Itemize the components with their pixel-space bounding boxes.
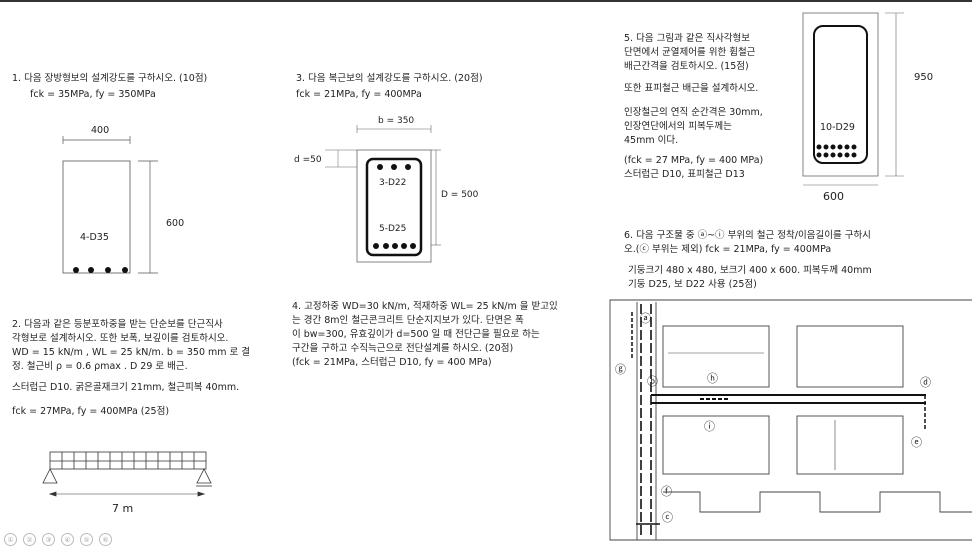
q3-materials: fck = 21MPa, fy = 400MPa	[296, 89, 422, 100]
mark-f: ⓕ	[661, 485, 672, 498]
q3-section	[325, 125, 441, 263]
q1-title: 1. 다음 장방형보의 설계강도를 구하시오. (10점)	[12, 73, 208, 84]
q5-skin: 또한 표피철근 배근을 설계하시오.	[624, 83, 759, 94]
q3-title: 3. 다음 복근보의 설계강도를 구하시오. (20점)	[296, 73, 483, 84]
q1-rebar: 4-D35	[80, 232, 109, 243]
q5-text: 5. 다음 그림과 같은 직사각형보 단면에서 균열제어를 위한 휨철근 배근간…	[624, 33, 756, 72]
q1-materials: fck = 35MPa, fy = 350MPa	[30, 89, 156, 100]
mark-e: ⓔ	[911, 436, 922, 449]
q3-bars	[373, 164, 416, 249]
mark-d: ⓓ	[920, 376, 931, 389]
toolbar-icon-5[interactable]: ⑤	[80, 533, 93, 546]
mark-c: ⓒ	[662, 511, 673, 524]
q5-width: 600	[823, 190, 844, 203]
q5-materials: (fck = 27 MPa, fy = 400 MPa) 스터럽근 D10, 표…	[624, 155, 764, 180]
mark-h: ⓗ	[707, 372, 718, 385]
q1-bars	[73, 267, 128, 273]
q5-section	[802, 12, 904, 186]
q5-spacing: 인장철근의 연직 순간격은 30mm, 인장연단에서의 피복두께는 45mm 이…	[624, 107, 763, 146]
q4-text: 4. 고정하중 WD=30 kN/m, 적재하중 WL= 25 kN/m 을 받…	[292, 301, 558, 368]
viewer-toolbar: ① ② ③ ④ ⑤ ⑥	[4, 533, 112, 546]
q6-sizes: 기둥크기 480 x 480, 보크기 400 x 600. 피복두께 40mm…	[628, 265, 872, 290]
q1-height: 600	[166, 218, 185, 229]
q3-top-rebar: 3-D22	[379, 178, 407, 188]
toolbar-icon-4[interactable]: ④	[61, 533, 74, 546]
q5-bars	[816, 144, 857, 158]
toolbar-icon-1[interactable]: ①	[4, 533, 17, 546]
q2-stirrup: 스터럽근 D10. 굵은골재크기 21mm, 철근피복 40mm.	[12, 382, 240, 393]
mark-a: ⓐ	[640, 312, 651, 325]
toolbar-icon-2[interactable]: ②	[23, 533, 36, 546]
mark-g: ⓖ	[615, 363, 626, 376]
q3-d: d =50	[294, 155, 322, 165]
q3-b: b = 350	[378, 116, 415, 126]
q2-text: 2. 다음과 같은 등분포하중을 받는 단순보를 단근직사 각형보로 설계하시오…	[12, 319, 251, 372]
toolbar-icon-3[interactable]: ③	[42, 533, 55, 546]
toolbar-icon-6[interactable]: ⑥	[99, 533, 112, 546]
q6-rebars	[631, 304, 926, 535]
q2-beam	[42, 451, 212, 497]
q3-bot-rebar: 5-D25	[379, 224, 407, 234]
q1-section	[62, 136, 158, 274]
q6-text: 6. 다음 구조물 중 ⓐ~ⓘ 부위의 철근 정착/이음길이를 구하시 오.(ⓒ…	[624, 230, 871, 255]
q5-height: 950	[914, 72, 934, 83]
q5-rebar: 10-D29	[820, 122, 855, 133]
q2-materials: fck = 27MPa, fy = 400MPa (25점)	[12, 406, 170, 417]
mark-b: ⓑ	[647, 375, 658, 388]
q6-marks: ⓐ ⓑ ⓒ ⓓ ⓔ ⓕ ⓖ ⓗ ⓘ	[615, 312, 931, 524]
top-border	[0, 0, 972, 2]
q1-width: 400	[91, 125, 110, 136]
q6-frame	[609, 299, 972, 541]
mark-i: ⓘ	[704, 420, 715, 433]
q2-span: 7 m	[112, 502, 134, 515]
q3-D: D = 500	[441, 190, 479, 200]
